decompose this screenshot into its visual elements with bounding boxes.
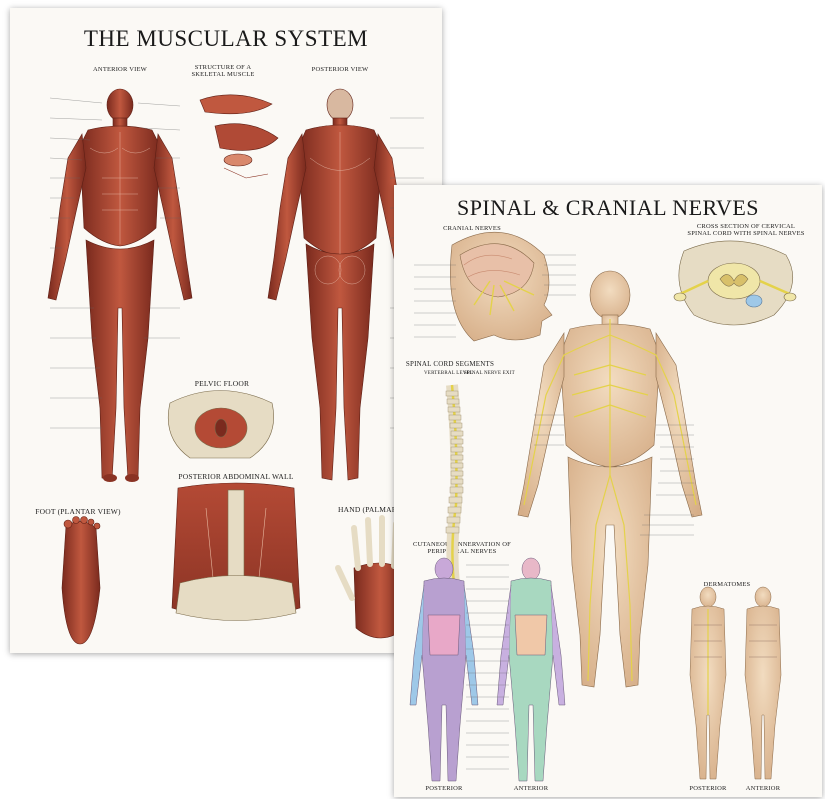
spinal-cord-segments-label: SPINAL CORD SEGMENTS: [405, 360, 495, 368]
spinal-illustrations: [409, 231, 797, 782]
skeletal-muscle-structure-label: STRUCTURE OF A SKELETAL MUSCLE: [191, 64, 255, 78]
spinal-poster-title: SPINAL & CRANIAL NERVES: [456, 195, 760, 220]
cutaneous-anterior-label: ANTERIOR: [513, 785, 549, 792]
cutaneous-innervation-label: CUTANEOUS INNERVATION OF PERIPHERAL NERV…: [413, 541, 511, 555]
hand-palmar-view-label: HAND (PALMAR VIEW): [337, 505, 423, 514]
cranial-nerves-head: [450, 231, 553, 342]
central-nerve-paths: [523, 319, 697, 682]
spinal-cranial-nerves-poster: SPINAL & CRANIAL NERVES CRANIAL NERVES C…: [394, 185, 822, 797]
dermatome-figures: [689, 586, 782, 780]
cross-section-label: CROSS SECTION OF CERVICAL SPINAL CORD WI…: [687, 223, 805, 237]
cervical-cross-section: [673, 240, 797, 326]
hand-palmar-illustration: [335, 515, 407, 639]
muscular-system-poster: THE MUSCULAR SYSTEM ANTERIOR VIEW STRUCT…: [10, 8, 442, 653]
muscular-poster-title: THE MUSCULAR SYSTEM: [83, 26, 369, 51]
muscular-illustrations: [47, 88, 424, 645]
foot-plantar-view-label: FOOT (PLANTAR VIEW): [35, 507, 121, 516]
skeletal-muscle-structure: [199, 94, 279, 179]
posterior-abdominal-wall-label: POSTERIOR ABDOMINAL WALL: [178, 472, 294, 481]
pelvic-floor-label: PELVIC FLOOR: [194, 379, 250, 388]
posterior-view-label: POSTERIOR VIEW: [311, 66, 369, 73]
cutaneous-figures: [409, 557, 566, 782]
vertebral-level-label: VERTEBRAL LEVEL: [424, 371, 474, 376]
posterior-abdominal-wall-illustration: [171, 482, 301, 621]
cutaneous-posterior-label: POSTERIOR: [425, 785, 463, 792]
cranial-nerves-label: CRANIAL NERVES: [443, 225, 501, 232]
dermatomes-posterior-label: POSTERIOR: [689, 785, 727, 792]
pelvic-floor-illustration: [167, 390, 274, 459]
spinal-nerve-exit-label: SPINAL NERVE EXIT: [464, 371, 515, 376]
foot-plantar-illustration: [61, 516, 101, 645]
dermatomes-anterior-label: ANTERIOR: [745, 785, 781, 792]
dermatomes-label: DERMATOMES: [703, 581, 751, 588]
anterior-view-label: ANTERIOR VIEW: [93, 66, 147, 73]
